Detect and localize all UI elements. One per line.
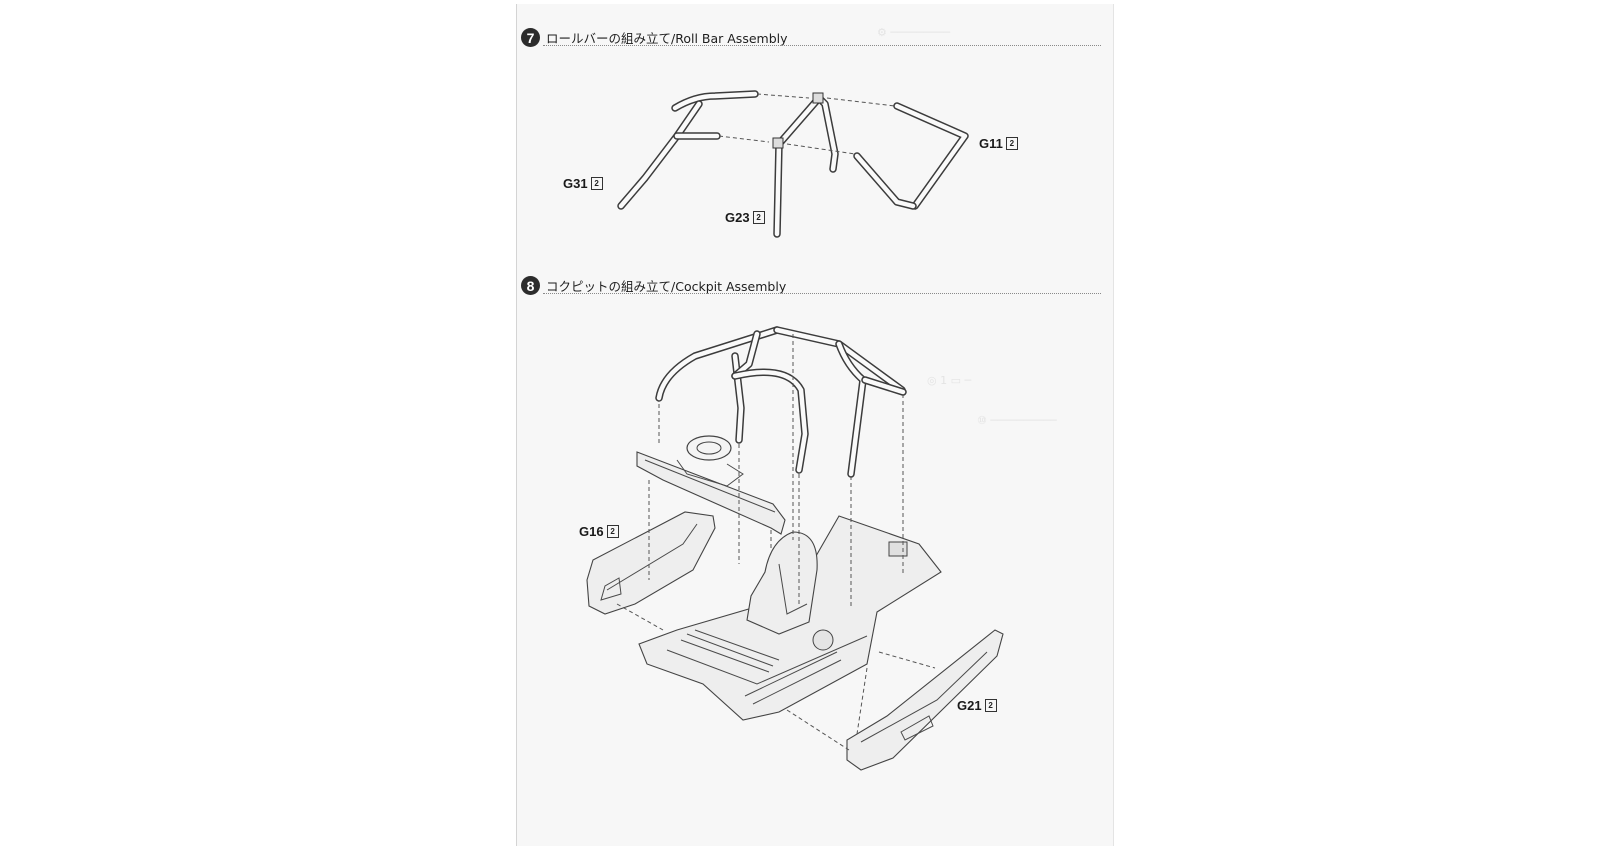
bleed-through-text: ⑩ ──────────: [977, 414, 1057, 427]
door-panel-g16: [586, 511, 716, 615]
quantity-icon: 2: [606, 525, 619, 538]
assembly-guide-line: [786, 709, 850, 751]
assembly-guide-line: [878, 651, 936, 669]
step-7-header: 7 ロールバーの組み立て/Roll Bar Assembly: [521, 28, 788, 47]
assembly-guide-line: [616, 603, 664, 631]
part-code: G11: [979, 136, 1003, 151]
assembly-guide-line: [756, 93, 810, 99]
part-label-g16: G16 2: [579, 524, 619, 539]
floor-pan: [638, 515, 942, 721]
section-divider: [543, 45, 1101, 46]
step-number-badge: 8: [521, 276, 540, 295]
step-title: ロールバーの組み立て/Roll Bar Assembly: [546, 31, 788, 46]
quantity-icon: 2: [1005, 137, 1018, 150]
door-panel-g21: [846, 629, 1004, 771]
part-label-g31: G31 2: [563, 176, 603, 191]
part-code: G31: [563, 176, 588, 191]
cockpit-roll-cage: [655, 326, 907, 478]
quantity-icon: 2: [984, 699, 997, 712]
roll-bar-part-g23: [772, 92, 839, 238]
roll-bar-diagram: [586, 90, 1004, 771]
part-label-g21: G21 2: [957, 698, 997, 713]
step-number-badge: 7: [521, 28, 540, 47]
bleed-through-text: ◎ 1 ▭ ─: [927, 374, 972, 387]
assembly-guide-line: [856, 667, 868, 735]
part-code: G23: [725, 210, 750, 225]
part-label-g11: G11 2: [979, 136, 1018, 151]
assembly-guide-line: [826, 97, 896, 107]
roll-bar-part-g31: [617, 90, 759, 210]
quantity-icon: 2: [752, 211, 765, 224]
bleed-through-text: ⚙ ─────────: [877, 26, 950, 39]
quantity-icon: 2: [590, 177, 603, 190]
assembly-guide-line: [718, 135, 770, 143]
part-code: G16: [579, 524, 604, 539]
part-code: G21: [957, 698, 982, 713]
step-8-header: 8 コクピットの組み立て/Cockpit Assembly: [521, 276, 786, 295]
roll-bar-part-g11: [853, 102, 969, 210]
dashboard-panel: [636, 435, 786, 535]
step-title: コクピットの組み立て/Cockpit Assembly: [546, 279, 787, 294]
assembly-guide-line: [786, 143, 856, 155]
instruction-sheet: ⚙ ───────── ◎ 1 ▭ ─ ⑩ ────────── 7 ロールバー…: [516, 4, 1114, 846]
section-divider: [543, 293, 1101, 294]
part-label-g23: G23 2: [725, 210, 765, 225]
